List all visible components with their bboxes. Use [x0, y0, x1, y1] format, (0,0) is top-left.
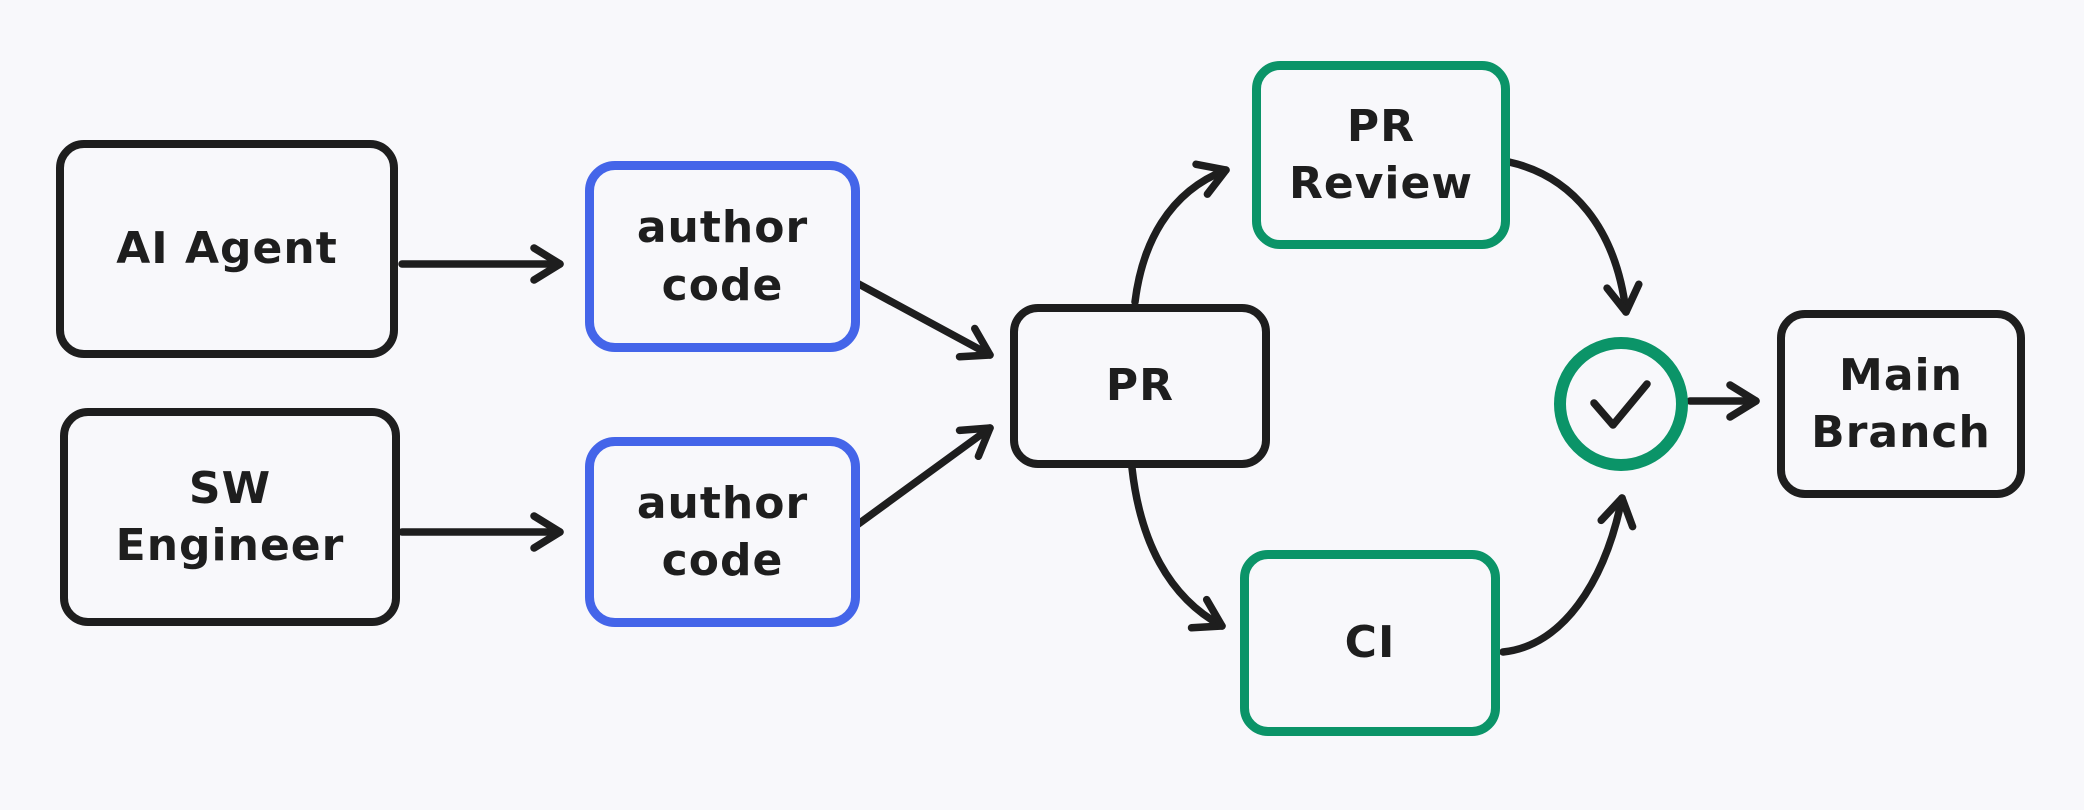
arrow-author-code-bottom-to-pr	[853, 424, 994, 529]
node-pr: PR	[1010, 304, 1270, 468]
arrow-pr-review-to-check	[1505, 158, 1643, 316]
author-code-top-label: author code	[636, 202, 809, 311]
node-ai-agent: AI Agent	[56, 140, 398, 358]
node-pr-review: PR Review	[1252, 61, 1510, 249]
pr-review-label: PR Review	[1289, 100, 1473, 209]
node-author-code-top: author code	[585, 161, 860, 352]
node-main-branch: Main Branch	[1777, 310, 2025, 498]
arrow-pr-to-pr-review	[1131, 160, 1230, 306]
node-ci: CI	[1240, 550, 1500, 736]
ai-agent-label: AI Agent	[116, 223, 338, 275]
node-check-circle	[1554, 337, 1688, 471]
arrow-author-code-top-to-pr	[851, 278, 994, 361]
arrow-ci-to-check	[1499, 494, 1637, 656]
node-sw-engineer: SW Engineer	[60, 408, 400, 626]
sw-engineer-label: SW Engineer	[115, 462, 345, 571]
ci-label: CI	[1344, 617, 1396, 669]
author-code-bottom-label: author code	[636, 477, 809, 586]
pr-label: PR	[1105, 360, 1175, 412]
node-author-code-bottom: author code	[585, 437, 860, 627]
arrow-pr-to-ci	[1128, 464, 1226, 632]
main-branch-label: Main Branch	[1811, 349, 1991, 458]
